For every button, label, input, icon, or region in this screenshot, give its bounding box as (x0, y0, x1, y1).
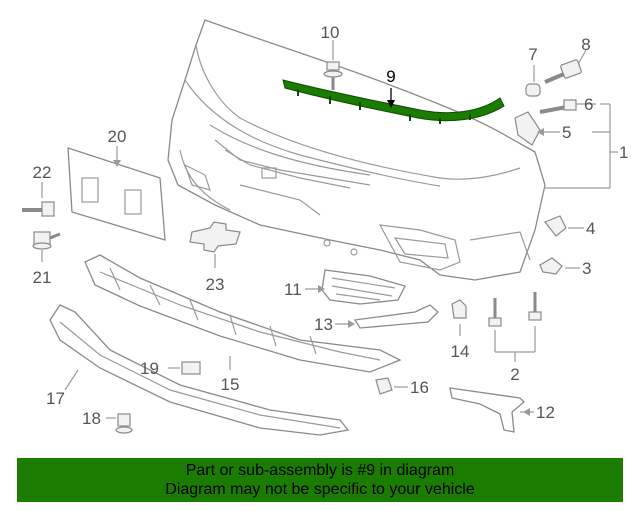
part-12-trim (449, 387, 534, 433)
part-11-insert (305, 269, 406, 305)
callout-15: 15 (221, 375, 240, 394)
bracket-1-leader (545, 103, 618, 189)
part-3-clip (539, 257, 580, 275)
part-18-screw (106, 413, 133, 434)
banner-line-2: Diagram may not be specific to your vehi… (165, 481, 475, 498)
callout-3: 3 (582, 259, 591, 278)
part-8-bolt (544, 49, 587, 84)
callout-6: 6 (584, 95, 593, 114)
callout-17: 17 (46, 389, 65, 408)
callout-4: 4 (586, 219, 595, 238)
callout-14: 14 (451, 342, 470, 361)
part-10-bolt (323, 40, 343, 90)
part-15-absorber (84, 254, 402, 373)
callout-2: 2 (510, 365, 519, 384)
callout-1: 1 (619, 143, 628, 162)
part-16-clip (375, 377, 408, 395)
part-4-clip (544, 215, 584, 237)
parts-diagram: 10 9 7 8 6 5 1 4 3 20 22 21 23 11 13 14 … (22, 19, 628, 436)
part-21-bolt (32, 231, 61, 262)
bumper-cover (167, 19, 546, 281)
callout-18: 18 (82, 409, 101, 428)
callout-20: 20 (108, 127, 127, 146)
notice-banner: Part or sub-assembly is #9 in diagram Di… (17, 458, 623, 502)
callout-7: 7 (528, 45, 537, 64)
callout-8: 8 (581, 35, 590, 54)
part-23-emblem (189, 221, 241, 268)
callout-5: 5 (562, 123, 571, 142)
part-19-clip (168, 361, 201, 375)
part-5-bracket (514, 111, 560, 146)
callout-13: 13 (314, 315, 333, 334)
callout-10: 10 (321, 23, 340, 42)
callout-23: 23 (206, 275, 225, 294)
callout-11: 11 (284, 280, 302, 299)
part-13-molding (335, 304, 439, 329)
part-22-screw (22, 182, 55, 217)
callout-9: 9 (386, 67, 395, 86)
callout-16: 16 (410, 378, 429, 397)
part-2-bolts (488, 292, 542, 362)
part-7-clip (525, 65, 541, 97)
callout-12: 12 (536, 403, 555, 422)
part-6-screw (539, 99, 596, 114)
part-17-deflector (49, 304, 350, 436)
part-20-plate-bracket (67, 146, 166, 241)
part-9-highlight (282, 79, 505, 124)
callout-22: 22 (33, 163, 52, 182)
callout-19: 19 (140, 359, 159, 378)
banner-line-1: Part or sub-assembly is #9 in diagram (185, 462, 455, 479)
part-14-nut (451, 299, 467, 336)
callout-21: 21 (33, 268, 52, 287)
